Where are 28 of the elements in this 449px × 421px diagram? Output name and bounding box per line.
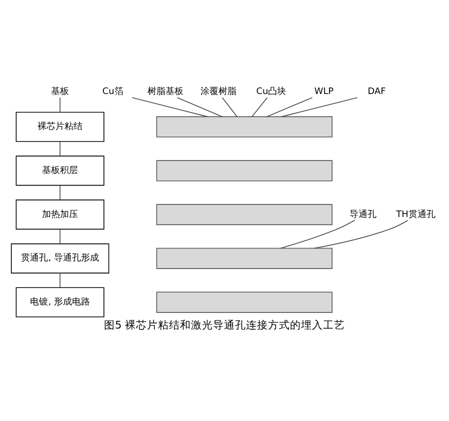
- connector: [222, 97, 238, 118]
- node-box: 裸芯片粘结: [16, 112, 104, 142]
- connector: [266, 97, 313, 118]
- node-box: 基板积层: [16, 156, 104, 186]
- connector: [314, 220, 408, 249]
- node-box: [156, 292, 332, 313]
- node-text: 导通孔: [349, 210, 376, 220]
- node-box: [156, 248, 332, 269]
- node-text: DAF: [368, 87, 386, 98]
- node-text: 基板: [51, 87, 70, 98]
- node-box: 电镀, 形成电路: [16, 287, 104, 318]
- node-text: Cu凸块: [256, 87, 286, 98]
- node-box: [156, 204, 332, 226]
- node-text: WLP: [314, 87, 334, 98]
- caption: 图5 裸芯片粘结和激光导通孔连接方式的埋入工艺: [104, 320, 346, 332]
- node-box: [156, 160, 332, 182]
- node-box: 贯通孔, 导通孔形成: [10, 243, 110, 274]
- connector: [252, 97, 268, 118]
- node-text: 涂覆树脂: [200, 87, 236, 98]
- node-box: [156, 116, 332, 138]
- node-text: Cu箔: [102, 87, 124, 98]
- node-text: TH贯通孔: [396, 210, 436, 220]
- node-text: 树脂基板: [148, 87, 184, 98]
- connector: [132, 97, 208, 118]
- connector: [281, 97, 358, 118]
- connector: [280, 220, 356, 249]
- connector: [176, 97, 223, 118]
- node-box: 加热加压: [16, 200, 104, 230]
